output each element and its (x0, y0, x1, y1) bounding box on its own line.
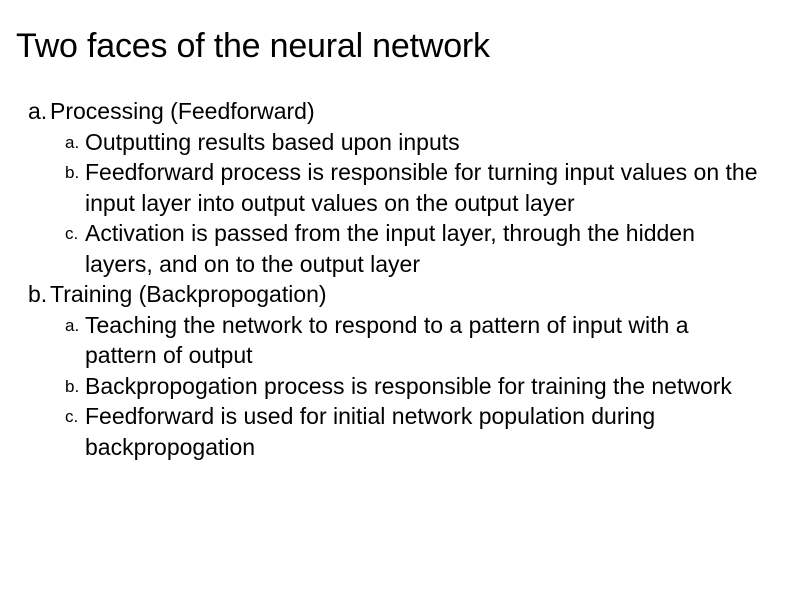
outline-item-level2: a. Outputting results based upon inputs (0, 127, 800, 158)
outline-item-level2: c. Feedforward is used for initial netwo… (0, 401, 800, 462)
outline-item-level2: c. Activation is passed from the input l… (0, 218, 800, 279)
list-marker: b. (28, 281, 48, 307)
outline-item-level2: b. Feedforward process is responsible fo… (0, 157, 800, 218)
outline-item-level1: a. Processing (Feedforward) (0, 96, 800, 127)
list-marker: a. (65, 132, 80, 152)
outline-item-level2: b. Backpropogation process is responsibl… (0, 371, 800, 402)
outline-item-text: Training (Backpropogation) (50, 281, 327, 307)
outline-item-text: Outputting results based upon inputs (85, 128, 460, 155)
outline-sublist: a. Teaching the network to respond to a … (0, 310, 800, 463)
page-title: Two faces of the neural network (16, 27, 490, 65)
outline-item-text: Activation is passed from the input laye… (85, 220, 695, 277)
list-marker: a. (65, 315, 80, 335)
list-marker: c. (65, 224, 79, 243)
list-marker: c. (65, 407, 79, 426)
list-marker: b. (65, 163, 80, 182)
slide-body: a. Processing (Feedforward) a. Outputtin… (0, 96, 800, 462)
outline-item-text: Teaching the network to respond to a pat… (85, 311, 689, 369)
list-marker: b. (65, 376, 80, 396)
outline-item-text: Feedforward process is responsible for t… (85, 159, 758, 216)
outline-item-level1: b. Training (Backpropogation) (0, 279, 800, 310)
outline-item-text: Feedforward is used for initial network … (85, 403, 656, 460)
outline-item-level2: a. Teaching the network to respond to a … (0, 310, 800, 371)
outline-sublist: a. Outputting results based upon inputs … (0, 127, 800, 280)
outline-item-text: Backpropogation process is responsible f… (85, 372, 732, 399)
outline-item-text: Processing (Feedforward) (50, 98, 315, 124)
list-marker: a. (28, 98, 48, 124)
